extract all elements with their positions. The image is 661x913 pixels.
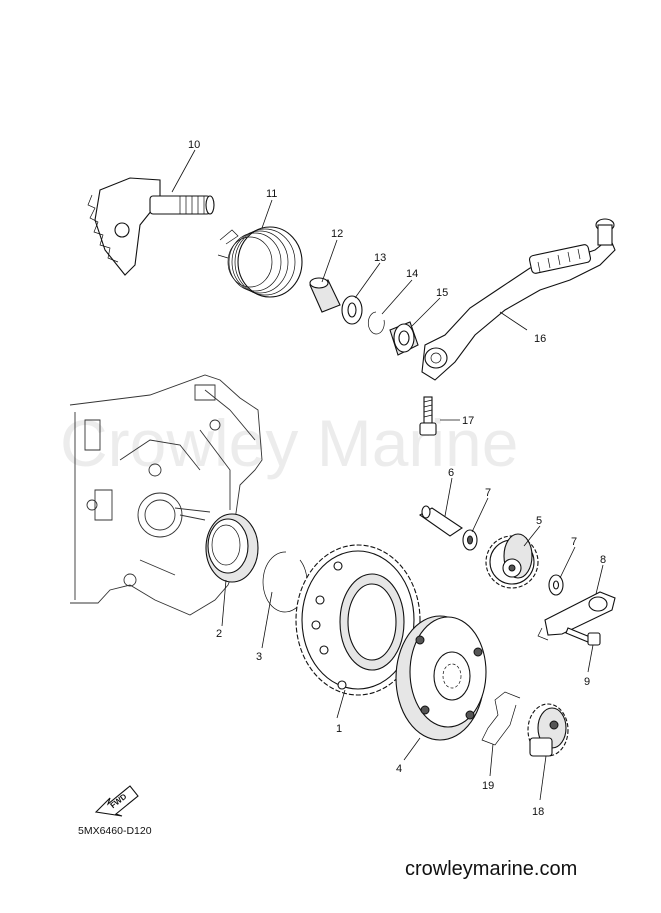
part-7-washer-upper bbox=[462, 529, 478, 551]
callout-11: 11 bbox=[266, 188, 277, 200]
part-12-collar bbox=[309, 277, 341, 313]
part-6-shaft bbox=[418, 505, 463, 537]
part-15-bushing bbox=[389, 321, 419, 356]
callout-7-upper: 7 bbox=[485, 487, 491, 499]
part-11-torsion-spring bbox=[217, 226, 303, 298]
part-18-starter-pinion bbox=[527, 703, 569, 757]
part-9-bolt bbox=[565, 627, 601, 646]
part-14-circlip bbox=[367, 311, 385, 335]
site-url: crowleymarine.com bbox=[405, 858, 578, 880]
callout-18: 18 bbox=[532, 806, 544, 818]
crankcase-housing bbox=[69, 374, 263, 616]
part-10-kick-shaft bbox=[87, 177, 215, 276]
watermark-text: Crowley Marine bbox=[60, 406, 519, 480]
callout-16: 16 bbox=[534, 333, 546, 345]
fwd-direction-arrow: FWD bbox=[94, 785, 139, 817]
leader-lines bbox=[171, 149, 604, 801]
callout-numbers: 1 2 3 4 5 6 7 7 8 9 10 11 12 13 14 15 16… bbox=[188, 139, 606, 818]
callout-13: 13 bbox=[374, 252, 386, 264]
part-19-spring-clip bbox=[481, 691, 521, 746]
callout-4: 4 bbox=[396, 763, 402, 775]
callout-3: 3 bbox=[256, 651, 262, 663]
callout-2: 2 bbox=[216, 628, 222, 640]
callout-9: 9 bbox=[584, 676, 590, 688]
part-16-kick-crank bbox=[421, 218, 616, 381]
part-7-washer-lower bbox=[548, 574, 564, 596]
part-2-oil-seal bbox=[205, 513, 259, 583]
callout-8: 8 bbox=[600, 554, 606, 566]
callout-6: 6 bbox=[448, 467, 454, 479]
part-5-idle-gear bbox=[485, 533, 539, 589]
callout-12: 12 bbox=[331, 228, 343, 240]
part-8-plate bbox=[537, 591, 616, 641]
callout-14: 14 bbox=[406, 268, 418, 280]
part-4-one-way-clutch bbox=[395, 615, 487, 741]
part-17-bolt bbox=[419, 396, 437, 436]
part-13-washer bbox=[341, 295, 363, 325]
drawing-code: 5MX6460-D120 bbox=[78, 825, 152, 837]
callout-10: 10 bbox=[188, 139, 200, 151]
callout-5: 5 bbox=[536, 515, 542, 527]
callout-15: 15 bbox=[436, 287, 448, 299]
callout-19: 19 bbox=[482, 780, 494, 792]
callout-17: 17 bbox=[462, 415, 474, 427]
callout-7-lower: 7 bbox=[571, 536, 577, 548]
part-1-starter-wheel-gear bbox=[295, 544, 421, 696]
callout-1: 1 bbox=[336, 723, 342, 735]
